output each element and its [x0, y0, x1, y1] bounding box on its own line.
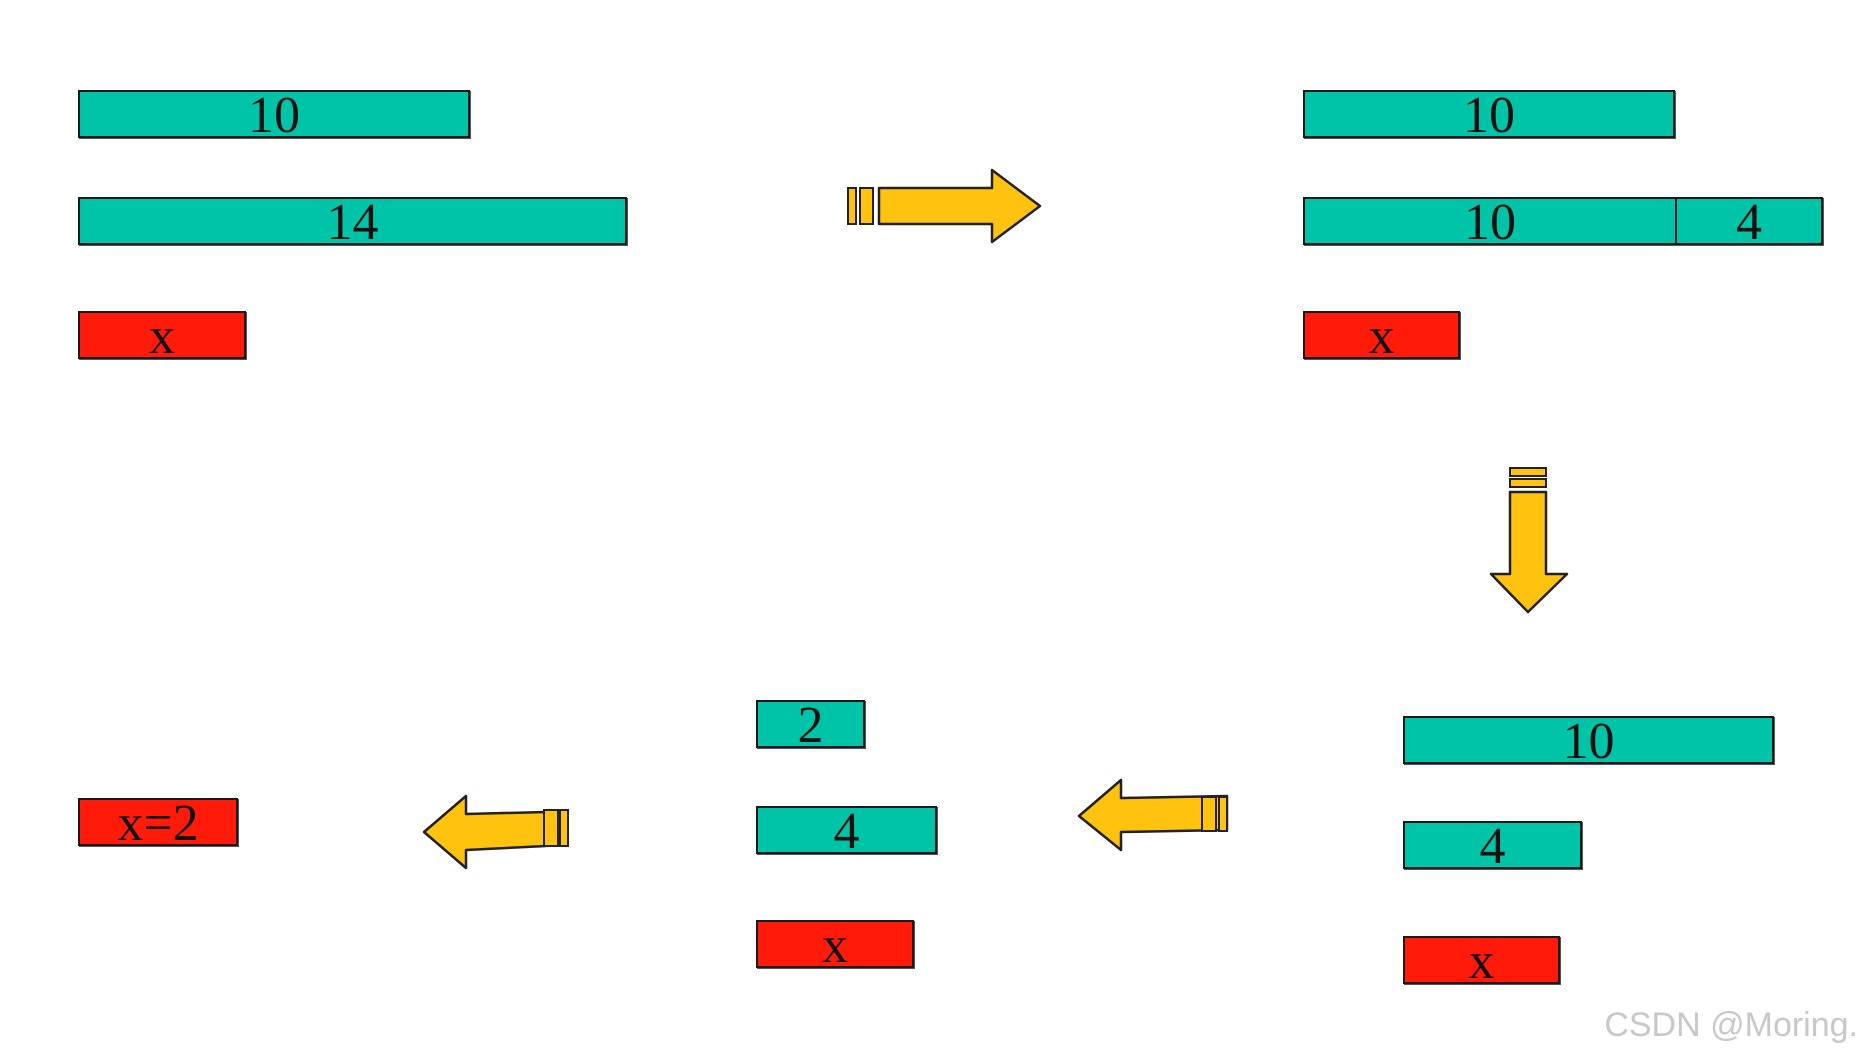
stage3-bar-10-label: 10: [1562, 713, 1615, 770]
stage1-bar-10: 10: [78, 90, 470, 142]
stage1-bar-x-label: x: [149, 308, 175, 365]
stage4-bar-x-label: x: [822, 917, 848, 974]
stage1-bar-14: 14: [78, 197, 627, 249]
stage2-bar-divider: [1675, 199, 1677, 243]
stage2-segment-4-label: 4: [1736, 194, 1762, 251]
stage2-bar-10-label: 10: [1463, 87, 1515, 144]
stage3-bar-4: 4: [1403, 821, 1582, 873]
arrow-left-tail-icon: [1201, 796, 1228, 832]
stage2-bar-split: 10 4: [1303, 194, 1823, 251]
arrow-right-icon: [847, 168, 1042, 244]
arrow-down-icon: [1489, 467, 1569, 614]
stage3-bar-x-label: x: [1468, 933, 1495, 990]
stage1-bar-10-label: 10: [248, 87, 300, 144]
result-bar: x=2: [78, 798, 238, 850]
stage2-segment-10-label: 10: [1464, 194, 1516, 251]
stage3-bar-x: x: [1403, 936, 1560, 988]
stage4-bar-4-label: 4: [833, 803, 860, 860]
stage4-bar-2-label: 2: [797, 697, 824, 754]
stage2-bar-10: 10: [1303, 90, 1675, 142]
stage3-bar-4-label: 4: [1479, 818, 1506, 875]
stage1-bar-14-label: 14: [326, 194, 379, 251]
stage4-bar-4: 4: [756, 806, 937, 858]
stage2-bar-x: x: [1303, 311, 1460, 363]
stage4-bar-2: 2: [756, 700, 865, 752]
stage4-bar-x: x: [756, 920, 914, 972]
stage1-bar-x: x: [78, 311, 246, 363]
arrow-left-icon-2: [422, 794, 569, 870]
stage2-bar-x-label: x: [1368, 308, 1395, 365]
result-label: x=2: [117, 795, 199, 852]
watermark: CSDN @Moring.: [1604, 1006, 1858, 1044]
stage3-bar-10: 10: [1403, 716, 1774, 768]
